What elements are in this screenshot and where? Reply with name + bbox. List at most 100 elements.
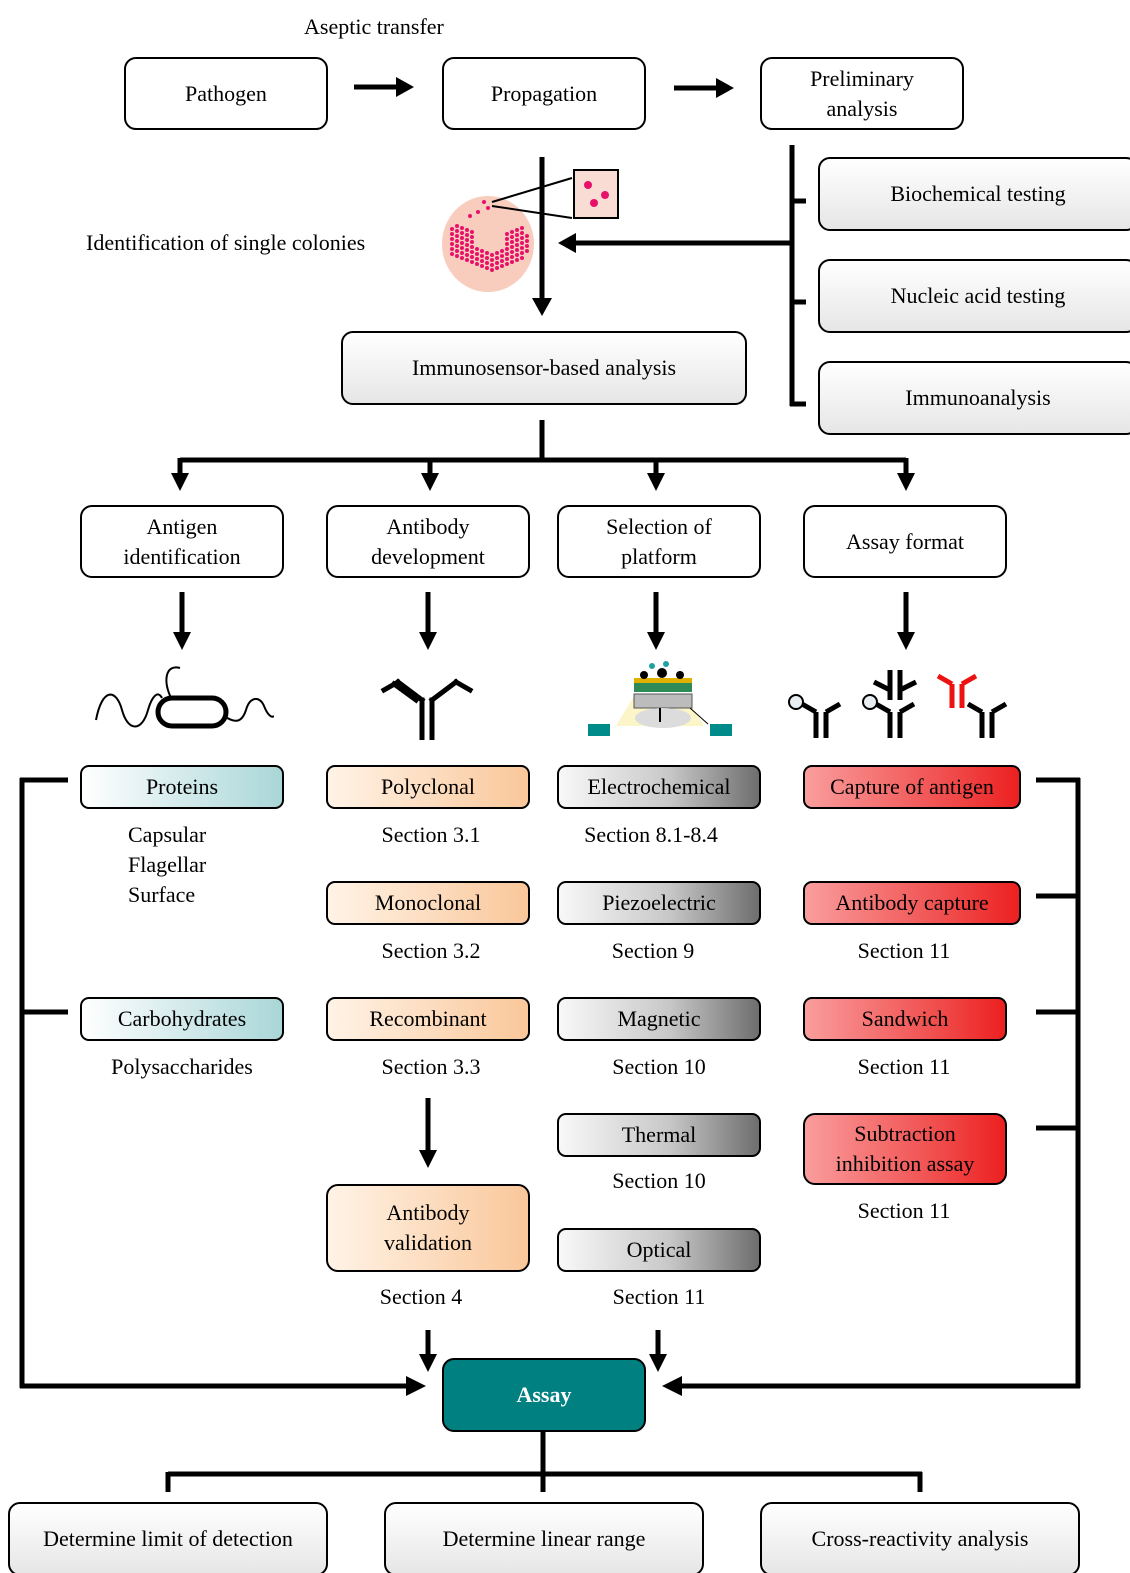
proteins-box: Proteins (80, 765, 284, 809)
carbohydrates-box: Carbohydrates (80, 997, 284, 1041)
colony-dot (465, 248, 469, 252)
section-label: Section 11 (857, 938, 951, 963)
colony-dot (465, 233, 469, 237)
colony-dot (515, 243, 519, 247)
colony-dot (520, 251, 524, 255)
colony-dot (455, 254, 459, 258)
section-label: Section 11 (857, 1054, 951, 1079)
colony-dot (475, 247, 479, 251)
cross-reactivity-box: Cross-reactivity analysis (760, 1502, 1080, 1573)
colony-dot (490, 253, 494, 257)
colony-dot (520, 236, 524, 240)
colony-dot (520, 241, 524, 245)
colony-dot (475, 252, 479, 256)
colony-dot (470, 230, 474, 234)
colony-dot (505, 232, 509, 236)
pathogen-box: Pathogen (124, 57, 328, 130)
colony-dot (490, 263, 494, 267)
colony-dot (510, 255, 514, 259)
magnetic-box: Magnetic (557, 997, 761, 1041)
colony-dot (450, 252, 454, 256)
recombinant-box: Recombinant (326, 997, 530, 1041)
polyclonal-box: Polyclonal (326, 765, 530, 809)
colony-dot (500, 264, 504, 268)
colony-dot (455, 244, 459, 248)
colony-dot (460, 246, 464, 250)
colony-dot (495, 256, 499, 260)
colony-dot (520, 226, 524, 230)
colony-dot (455, 249, 459, 253)
subtraction-inhibition-box: Subtraction inhibition assay (803, 1113, 1007, 1185)
colony-dot (490, 268, 494, 272)
colony-dot (505, 252, 509, 256)
colony-dot (525, 239, 529, 243)
section-label: Section 10 (612, 1054, 706, 1079)
colony-dot (495, 251, 499, 255)
thermal-box: Thermal (557, 1113, 761, 1157)
colony-dot (470, 245, 474, 249)
antibody-validation-box: Antibody validation (326, 1184, 530, 1272)
colony-dot (515, 248, 519, 252)
assay-format-icon (788, 670, 1008, 738)
antigen-identification-box: Antigen identification (80, 505, 284, 578)
colony-dot (505, 257, 509, 261)
section-label: Section 9 (611, 938, 695, 963)
colony-dot (520, 246, 524, 250)
antibody-development-box: Antibody development (326, 505, 530, 578)
colony-dot (480, 259, 484, 263)
colony-dot (510, 260, 514, 264)
immunosensor-analysis-box: Immunosensor-based analysis (341, 331, 747, 405)
colony-dot (480, 254, 484, 258)
antibody-capture-box: Antibody capture (803, 881, 1021, 925)
colony-dot (465, 238, 469, 242)
piezoelectric-box: Piezoelectric (557, 881, 761, 925)
colony-dot (468, 214, 472, 218)
colony-dot (470, 250, 474, 254)
colony-dot (460, 241, 464, 245)
colony-dot (460, 226, 464, 230)
linear-range-box: Determine linear range (384, 1502, 704, 1573)
colony-dot (485, 261, 489, 265)
colony-dot (460, 231, 464, 235)
optical-box: Optical (557, 1228, 761, 1272)
colony-dot (520, 231, 524, 235)
colony-dot (500, 254, 504, 258)
section-label: Section 11 (857, 1198, 951, 1223)
colony-dot (455, 234, 459, 238)
colony-dot (510, 240, 514, 244)
colony-dot (450, 232, 454, 236)
protein-type-item: Flagellar (128, 852, 207, 877)
section-label: Section 4 (379, 1284, 463, 1309)
colony-dot (525, 244, 529, 248)
electrochemical-box: Electrochemical (557, 765, 761, 809)
colony-dot (490, 258, 494, 262)
colony-dot (470, 260, 474, 264)
colony-dot (455, 229, 459, 233)
colony-dot (510, 245, 514, 249)
section-label: Section 3.3 (381, 1054, 481, 1079)
colony-dot (486, 206, 490, 210)
colony-dot (495, 261, 499, 265)
sensor-platform-icon (588, 661, 732, 736)
colony-dot (500, 259, 504, 263)
colony-dot (505, 247, 509, 251)
section-label: Section 10 (612, 1168, 706, 1193)
antibody-icon (380, 678, 474, 740)
monoclonal-box: Monoclonal (326, 881, 530, 925)
section-label: Section 3.1 (381, 822, 481, 847)
colony-dot (495, 266, 499, 270)
biochemical-testing-box: Biochemical testing (818, 157, 1130, 231)
bacterium-icon (95, 666, 274, 729)
limit-of-detection-box: Determine limit of detection (8, 1502, 328, 1573)
colony-dot (515, 233, 519, 237)
protein-type-item: Capsular (128, 822, 207, 847)
section-label: Section 11 (612, 1284, 706, 1309)
colony-dot (470, 235, 474, 239)
colony-dot (485, 256, 489, 260)
colony-dot (460, 251, 464, 255)
section-label: Section 8.1-8.4 (584, 822, 718, 847)
colony-dot (465, 258, 469, 262)
colony-dot (505, 242, 509, 246)
assay-box: Assay (442, 1358, 646, 1432)
